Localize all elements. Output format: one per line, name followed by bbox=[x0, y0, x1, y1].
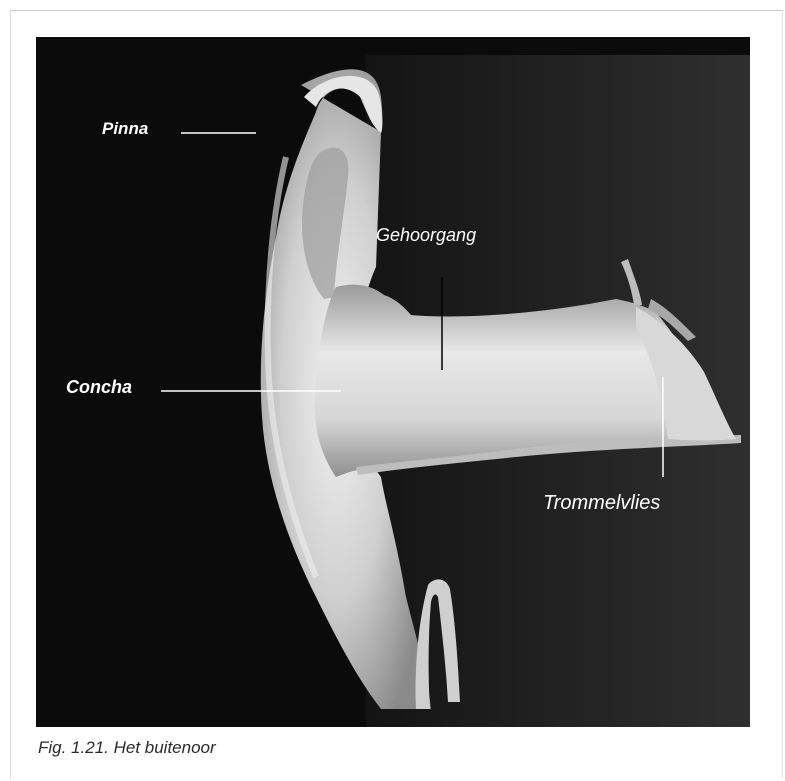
label-gehoorgang: Gehoorgang bbox=[376, 225, 476, 246]
ear-illustration: Pinna Gehoorgang Concha Trommelvlies bbox=[36, 37, 750, 727]
ear-anatomy-graphic bbox=[36, 37, 750, 727]
label-concha: Concha bbox=[66, 377, 132, 398]
label-trommelvlies: Trommelvlies bbox=[543, 492, 660, 515]
figure-caption: Fig. 1.21. Het buitenoor bbox=[38, 738, 216, 758]
label-pinna: Pinna bbox=[102, 119, 148, 139]
